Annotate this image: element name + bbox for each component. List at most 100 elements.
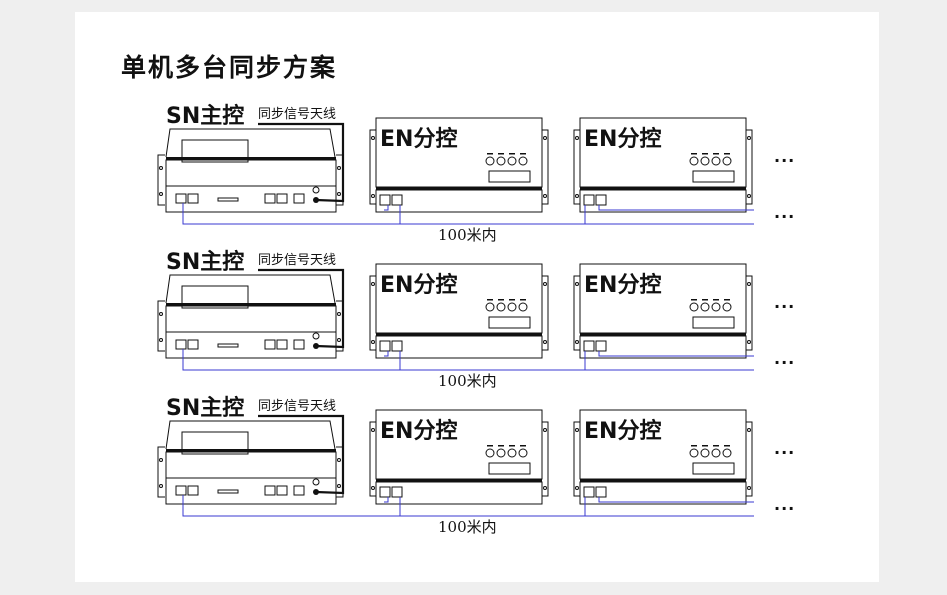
mount-hole [371, 194, 375, 198]
continuation-indicator: ··· [774, 207, 795, 226]
sd-slot [217, 343, 239, 348]
network-cable [384, 351, 389, 357]
master-top [165, 128, 336, 158]
distance-label: 100米内 [438, 372, 497, 390]
mount-bracket [157, 154, 165, 206]
button-tag [713, 299, 719, 301]
mount-hole [747, 136, 751, 140]
mount-hole [747, 340, 751, 344]
button-tag [498, 445, 504, 447]
cable-run: 100米内······ [182, 297, 795, 390]
ethernet-port [276, 193, 288, 204]
button-tag [702, 299, 708, 301]
mount-bracket [369, 421, 376, 497]
slave-edge [580, 479, 746, 482]
control-button [485, 156, 495, 166]
mount-hole [543, 428, 547, 432]
master-label: SN主控 [166, 395, 244, 421]
control-button [485, 302, 495, 312]
button-tag [520, 445, 526, 447]
mount-hole [159, 192, 163, 196]
power-switch [312, 332, 320, 340]
network-cable [182, 203, 754, 225]
slave-edge [580, 333, 746, 336]
master-controller: SN主控同步信号天线 [157, 395, 345, 505]
control-button [507, 302, 517, 312]
slave-body [375, 189, 543, 213]
button-tag [498, 153, 504, 155]
ethernet-port [175, 485, 187, 496]
slave-controller: EN分控 [369, 263, 549, 359]
ethernet-port [379, 194, 391, 206]
mount-hole [575, 428, 579, 432]
mount-hole [337, 458, 341, 462]
mount-hole [575, 194, 579, 198]
power-switch [312, 186, 320, 194]
master-edge [166, 303, 336, 306]
power-switch [312, 478, 320, 486]
slave-body [579, 189, 747, 213]
slave-edge [376, 333, 542, 336]
slave-label: EN分控 [584, 272, 661, 298]
network-cable [182, 349, 754, 371]
display-screen [181, 285, 249, 309]
mount-bracket [157, 300, 165, 352]
mount-hole [543, 340, 547, 344]
mount-bracket [573, 129, 580, 205]
control-button [689, 156, 699, 166]
display-window [488, 170, 531, 183]
mount-bracket [746, 275, 753, 351]
mount-hole [337, 312, 341, 316]
display-screen [181, 431, 249, 455]
control-button [485, 448, 495, 458]
ethernet-port [583, 194, 595, 206]
master-edge [166, 449, 336, 452]
mount-hole [337, 166, 341, 170]
continuation-indicator: ··· [774, 499, 795, 518]
button-tag [713, 153, 719, 155]
mount-hole [371, 136, 375, 140]
slave-controller: EN分控 [369, 409, 549, 505]
continuation-indicator: ··· [774, 297, 795, 316]
mount-hole [371, 428, 375, 432]
slave-body [375, 335, 543, 359]
antenna-label: 同步信号天线 [258, 107, 336, 122]
antenna-wire [258, 268, 345, 349]
ethernet-port [595, 194, 607, 206]
ethernet-port [276, 485, 288, 496]
mount-bracket [542, 421, 549, 497]
button-tag [509, 445, 515, 447]
master-controller: SN主控同步信号天线 [157, 249, 345, 359]
display-window [692, 462, 735, 475]
control-button [700, 302, 710, 312]
button-tag [702, 153, 708, 155]
ethernet-port [595, 486, 607, 498]
control-button [518, 448, 528, 458]
control-button [700, 156, 710, 166]
ethernet-port [264, 193, 276, 204]
slave-label: EN分控 [380, 272, 457, 298]
network-cable [384, 205, 389, 211]
control-button [722, 448, 732, 458]
button-tag [509, 299, 515, 301]
network-cable [598, 497, 754, 503]
button-tag [498, 299, 504, 301]
button-tag [520, 153, 526, 155]
ethernet-port [187, 339, 199, 350]
slave-controller: EN分控 [369, 117, 549, 213]
mount-hole [159, 484, 163, 488]
usb-port [293, 339, 305, 350]
mount-bracket [573, 421, 580, 497]
mount-bracket [369, 275, 376, 351]
display-window [488, 316, 531, 329]
control-button [689, 448, 699, 458]
slave-controller: EN分控 [573, 263, 753, 359]
sd-slot [217, 197, 239, 202]
button-tag [509, 153, 515, 155]
ethernet-port [595, 340, 607, 352]
mount-hole [371, 282, 375, 286]
network-cable [182, 495, 754, 517]
